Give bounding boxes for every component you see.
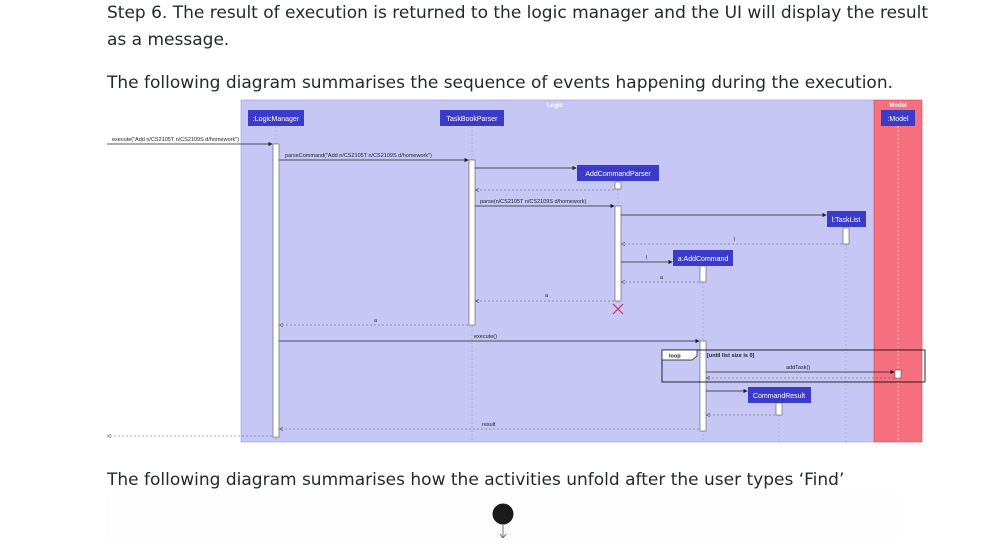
activity-diagram-preview: [107, 495, 897, 539]
logic-frame: [240, 99, 875, 443]
loop-guard: [until list size is 0]: [707, 353, 755, 359]
participant-add-command-parser-label: AddCommandParser: [585, 171, 651, 178]
message-result: result: [482, 422, 496, 428]
loop-fragment: [661, 349, 926, 383]
message-return-a: a: [660, 275, 664, 281]
message-return-l2: l: [646, 255, 647, 261]
participant-command-result: [748, 387, 811, 403]
participant-add-command-label: a:AddCommand: [678, 256, 729, 263]
sequence-intro-paragraph: The following diagram summarises the seq…: [107, 73, 893, 93]
message-execute: execute(): [474, 334, 497, 340]
message-return-a2: a: [545, 293, 549, 299]
message-add-task: addTask(): [786, 365, 810, 371]
model-frame-label: Model: [889, 103, 907, 109]
message-parse-command: parseCommand("Add n/CS2105T n/CS2109S d/…: [285, 153, 432, 159]
participant-add-command-parser: [577, 165, 659, 181]
destroy-mark-icon: [612, 303, 624, 315]
message-return-a3: a: [374, 318, 378, 324]
participant-add-command: [673, 250, 733, 266]
participant-taskbook-parser-label: TaskBookParser: [447, 116, 499, 123]
participant-model: [881, 110, 915, 126]
logic-frame-label: Logic: [547, 103, 564, 109]
participant-logic-manager: [248, 110, 304, 126]
participant-task-list-label: l:TaskList: [832, 217, 861, 224]
sequence-diagram: Logic Model :LogicManager TaskBookParser…: [107, 99, 926, 443]
participant-model-label: :Model: [887, 116, 908, 123]
message-execute-call: execute("Add n/CS2105T n/CS2109S d/homew…: [112, 137, 239, 143]
loop-keyword: loop: [669, 354, 681, 360]
step6-paragraph: Step 6. The result of execution is retur…: [107, 3, 929, 50]
participant-command-result-label: CommandResult: [753, 393, 805, 400]
participant-logic-manager-label: :LogicManager: [253, 116, 300, 123]
participant-taskbook-parser: [440, 110, 504, 126]
participant-task-list: [827, 211, 866, 227]
message-parse: parse(n/CS2105T n/CS2109S d/homework): [480, 199, 586, 205]
message-return-l: l: [734, 237, 735, 243]
start-node-icon: [492, 503, 514, 525]
